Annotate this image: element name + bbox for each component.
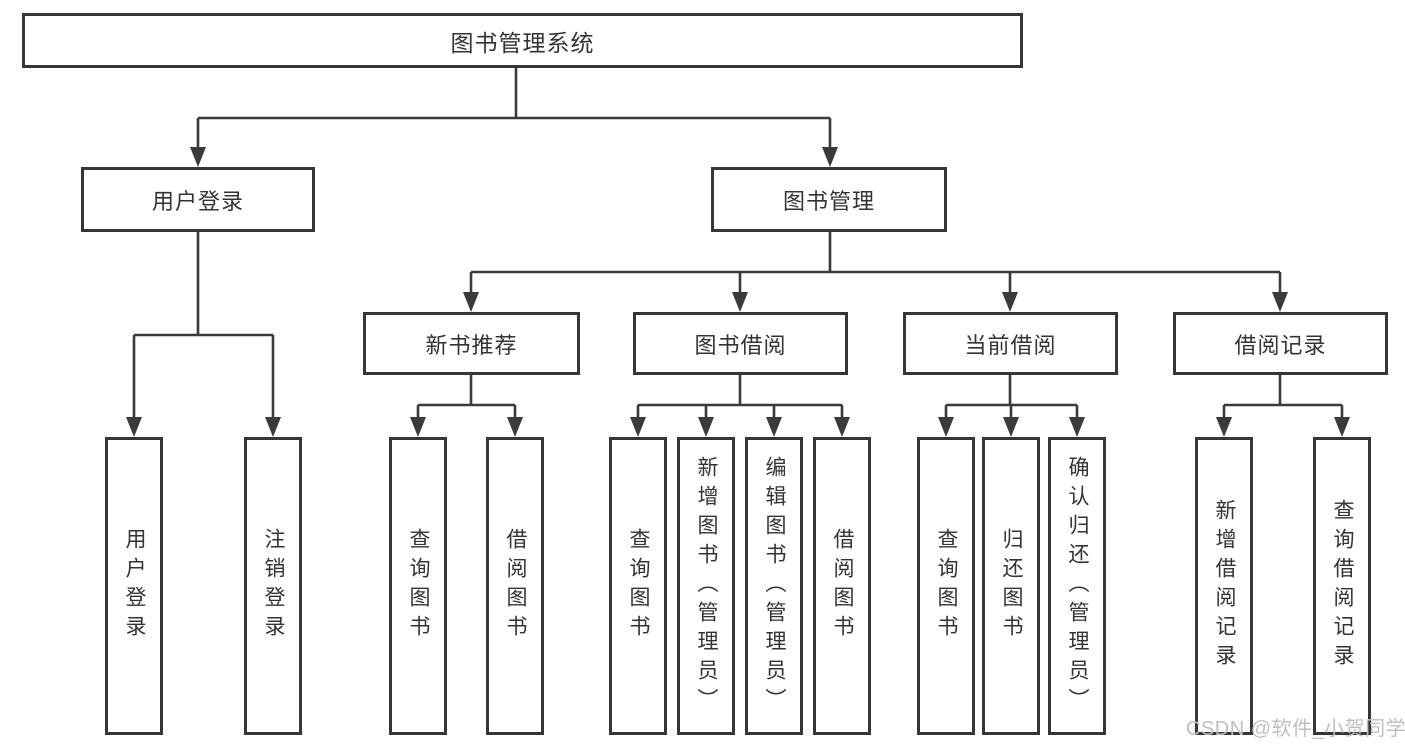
leaf-label: 查询图书 <box>627 528 650 644</box>
leaf-label: 借阅图书 <box>504 528 527 644</box>
leaf-label: 查询借阅记录 <box>1331 499 1354 673</box>
node-library-system: 图书管理系统 <box>22 13 1023 68</box>
node-borrow-records: 借阅记录 <box>1173 312 1388 375</box>
leaf-label: 借阅图书 <box>831 528 854 644</box>
leaf-bb-edit-books-admin: 编辑图书（管理员） <box>745 437 803 735</box>
leaf-nb-borrow-books: 借阅图书 <box>486 437 544 735</box>
leaf-bb-borrow-books: 借阅图书 <box>813 437 871 735</box>
leaf-label: 注销登录 <box>262 528 285 644</box>
node-book-management: 图书管理 <box>711 167 947 232</box>
node-current-borrowing: 当前借阅 <box>903 312 1118 375</box>
leaf-label: 查询图书 <box>407 528 430 644</box>
csdn-watermark: CSDN @软件_小贺同学 <box>1186 718 1405 740</box>
leaf-label: 确认归还（管理员） <box>1066 455 1089 717</box>
leaf-br-query-record: 查询借阅记录 <box>1313 437 1371 735</box>
leaf-label: 归还图书 <box>1000 528 1023 644</box>
leaf-label: 新增图书（管理员） <box>695 455 718 717</box>
leaf-bb-query-books: 查询图书 <box>609 437 667 735</box>
leaf-cb-query-books: 查询图书 <box>917 437 975 735</box>
leaf-label: 编辑图书（管理员） <box>763 455 786 717</box>
leaf-logout-login: 注销登录 <box>244 437 302 735</box>
leaf-br-add-record: 新增借阅记录 <box>1195 437 1253 735</box>
leaf-label: 用户登录 <box>123 528 146 644</box>
leaf-label: 新增借阅记录 <box>1213 499 1236 673</box>
node-user-login: 用户登录 <box>81 167 315 232</box>
node-book-borrowing: 图书借阅 <box>633 312 848 375</box>
leaf-label: 查询图书 <box>935 528 958 644</box>
leaf-bb-add-books-admin: 新增图书（管理员） <box>677 437 735 735</box>
leaf-user-login: 用户登录 <box>105 437 163 735</box>
leaf-nb-query-books: 查询图书 <box>389 437 447 735</box>
leaf-cb-confirm-return-admin: 确认归还（管理员） <box>1048 437 1106 735</box>
node-new-book-recommend: 新书推荐 <box>363 312 580 375</box>
leaf-cb-return-books: 归还图书 <box>982 437 1040 735</box>
